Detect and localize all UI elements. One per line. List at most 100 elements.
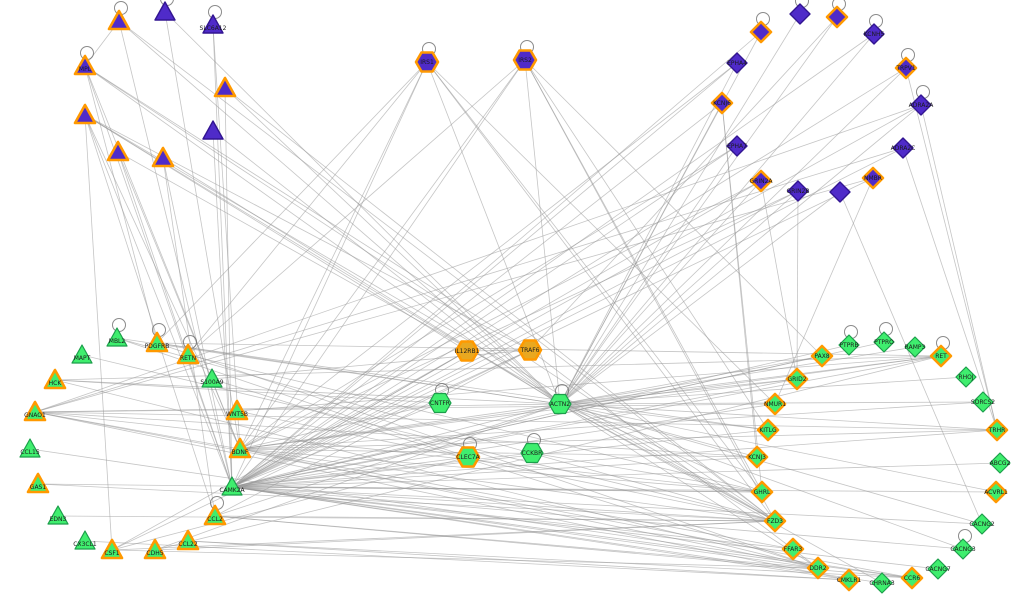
triangle-node-shape	[106, 327, 128, 347]
node-gas1[interactable]	[26, 472, 50, 494]
edge	[239, 145, 738, 450]
edge	[84, 65, 158, 344]
node-kitlg[interactable]	[756, 418, 780, 442]
node-ffar3[interactable]	[781, 537, 805, 561]
node-epha7[interactable]	[726, 135, 748, 157]
node-hck[interactable]	[43, 368, 67, 390]
node-ramp3[interactable]	[904, 336, 926, 358]
node-wnt5b[interactable]	[225, 399, 249, 421]
node-kcnh5[interactable]	[863, 23, 885, 45]
node-u4[interactable]	[73, 103, 97, 125]
node-grin2b[interactable]	[787, 180, 809, 202]
node-cckbr[interactable]	[520, 442, 544, 464]
node-ccl15[interactable]	[19, 438, 41, 458]
node-cacng7[interactable]	[927, 558, 949, 580]
node-adra2c[interactable]	[892, 137, 914, 159]
node-ptprb[interactable]	[838, 334, 860, 356]
diamond-node-shape	[952, 538, 974, 560]
node-retn[interactable]	[176, 343, 200, 365]
node-mpl[interactable]	[73, 54, 97, 76]
node-grin2a[interactable]	[749, 169, 773, 193]
node-il12rb1[interactable]	[454, 340, 480, 362]
node-ddr2[interactable]	[806, 556, 830, 580]
node-cacng2[interactable]	[971, 513, 993, 535]
node-grid2[interactable]	[785, 367, 809, 391]
edge	[84, 114, 776, 522]
node-acvrl1[interactable]	[984, 480, 1008, 504]
node-pax8[interactable]	[810, 344, 834, 368]
node-u10[interactable]	[825, 5, 849, 29]
node-clec7a[interactable]	[455, 446, 481, 468]
node-u5[interactable]	[202, 120, 224, 140]
node-fzd3[interactable]	[763, 509, 787, 533]
node-u7[interactable]	[151, 146, 175, 168]
node-chrna3[interactable]	[871, 572, 893, 594]
edge	[231, 486, 939, 570]
node-kcnj6[interactable]	[710, 91, 734, 115]
node-u11[interactable]	[829, 181, 851, 203]
diamond-node-shape	[745, 445, 769, 469]
edge	[239, 190, 799, 450]
node-cdh5[interactable]	[143, 538, 167, 560]
node-nmur1[interactable]	[763, 392, 787, 416]
edge	[111, 549, 819, 569]
node-cntfr[interactable]	[428, 392, 452, 414]
edge	[34, 411, 794, 550]
edge	[34, 403, 776, 413]
edge	[212, 130, 233, 488]
node-cacng3[interactable]	[952, 538, 974, 560]
node-ret[interactable]	[929, 344, 953, 368]
diamond-node-shape	[900, 566, 924, 590]
hexagon-node-shape	[512, 49, 538, 71]
edge	[231, 486, 964, 550]
node-mapt[interactable]	[71, 344, 93, 364]
node-nmbr[interactable]	[861, 166, 885, 190]
node-rhoj[interactable]	[955, 366, 977, 388]
node-u9[interactable]	[789, 3, 811, 25]
triangle-node-shape	[143, 538, 167, 560]
node-kcnj3[interactable]	[745, 445, 769, 469]
node-pdgfrb[interactable]	[145, 331, 169, 353]
edge	[118, 20, 233, 488]
node-abcg2[interactable]	[989, 452, 1011, 474]
self-loop	[112, 318, 126, 332]
edge	[84, 114, 468, 352]
edge	[239, 402, 441, 450]
node-trhr[interactable]	[985, 418, 1009, 442]
edge	[156, 61, 428, 344]
node-cmklr1[interactable]	[837, 568, 861, 592]
node-ghrl[interactable]	[750, 480, 774, 504]
edge	[559, 67, 907, 405]
node-u1[interactable]	[107, 9, 131, 31]
node-edn3[interactable]	[47, 505, 69, 525]
node-sorcs2[interactable]	[972, 391, 994, 413]
node-u2[interactable]	[154, 1, 176, 21]
node-ccl22[interactable]	[176, 529, 200, 551]
edge	[84, 540, 850, 581]
node-u8[interactable]	[749, 20, 773, 44]
node-camk2a[interactable]	[221, 476, 243, 496]
node-actn2[interactable]	[548, 393, 572, 415]
node-u6[interactable]	[106, 140, 130, 162]
node-epha4[interactable]	[726, 52, 748, 74]
node-ptpro[interactable]	[873, 331, 895, 353]
node-mbl2[interactable]	[106, 327, 128, 347]
diamond-node-shape	[726, 135, 748, 157]
node-irs1[interactable]	[414, 51, 440, 73]
edge	[559, 33, 875, 405]
node-irs2[interactable]	[512, 49, 538, 71]
node-csf1[interactable]	[100, 538, 124, 560]
edge	[231, 403, 561, 488]
node-u3[interactable]	[213, 76, 237, 98]
node-adra2a[interactable]	[910, 94, 932, 116]
node-bdnf[interactable]	[228, 437, 252, 459]
node-traf6[interactable]	[517, 339, 543, 361]
node-ccr6[interactable]	[900, 566, 924, 590]
node-cx3cl1[interactable]	[74, 530, 96, 550]
node-ccl2[interactable]	[203, 504, 227, 526]
node-trpv1[interactable]	[894, 56, 918, 80]
node-s100a9[interactable]	[201, 368, 223, 388]
node-gnao1[interactable]	[23, 400, 47, 422]
node-slc6a12[interactable]	[202, 14, 224, 34]
